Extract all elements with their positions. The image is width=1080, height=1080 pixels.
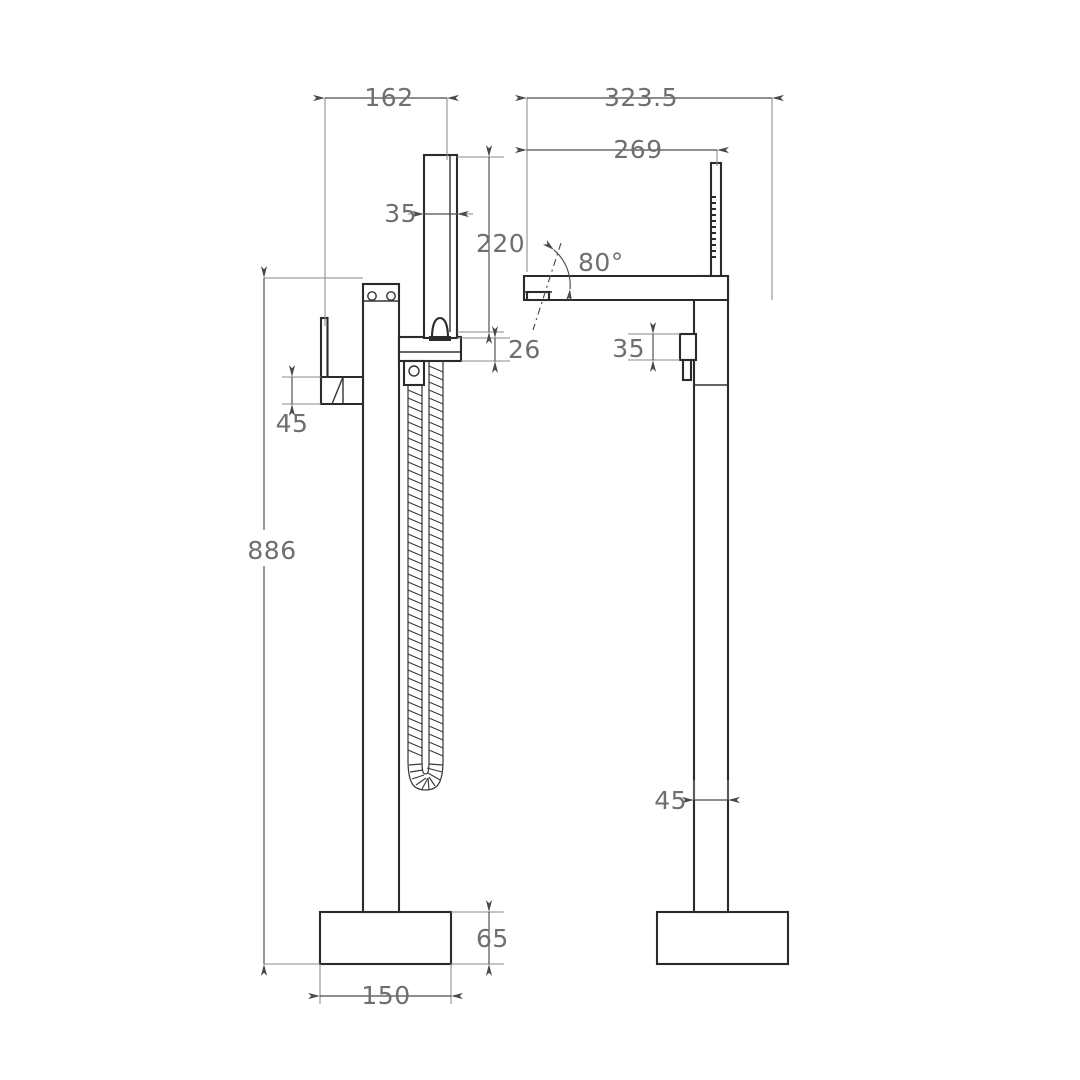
dim-45-front: 45 (276, 365, 309, 438)
side-spout-arm (522, 274, 730, 302)
front-view-geometry (318, 153, 463, 966)
dim-35-front-label: 35 (384, 199, 417, 228)
dim-45-front-label: 45 (276, 409, 309, 438)
dim-323-5: 323.5 (515, 83, 784, 112)
side-spout-outlet (525, 290, 551, 302)
dim-220: 220 (476, 145, 525, 344)
dim-162-label: 162 (364, 83, 413, 112)
dim-45-side-label: 45 (654, 786, 687, 815)
dim-80-degrees: 80° (532, 239, 624, 331)
front-lever-handle (319, 316, 329, 380)
front-hose-connector (402, 359, 426, 387)
front-flexible-hose (407, 361, 444, 791)
front-column-screw-left (367, 291, 377, 301)
side-view-geometry (522, 161, 790, 966)
side-hand-shower-rod (709, 161, 723, 278)
dim-80-label: 80° (578, 248, 624, 277)
side-handle-stem (681, 358, 693, 382)
dim-35-front: 35 (384, 199, 469, 228)
front-hose-connector-nut (408, 365, 420, 377)
front-hand-shower-body (422, 153, 459, 340)
dim-150-label: 150 (361, 981, 410, 1010)
side-handle-knob (678, 332, 698, 362)
dim-65-label: 65 (476, 924, 509, 953)
dim-35-side: 35 (612, 322, 657, 372)
dim-220-label: 220 (476, 229, 525, 258)
dim-269-label: 269 (613, 135, 662, 164)
front-spout-body (319, 375, 365, 406)
front-column-screw-right (386, 291, 396, 301)
dim-45-side: 45 (654, 786, 740, 815)
dim-150: 150 (308, 981, 463, 1010)
front-hand-shower-nozzle (430, 316, 450, 340)
side-hand-shower-grip (712, 196, 716, 258)
front-base-plate (318, 910, 453, 966)
front-hand-shower-collar (429, 336, 451, 341)
dim-886-label: 886 (247, 536, 296, 565)
side-column (692, 274, 730, 914)
dim-26-label: 26 (508, 335, 541, 364)
dim-269: 269 (515, 135, 729, 164)
front-column (361, 282, 401, 914)
dim-162: 162 (313, 83, 459, 112)
dim-26: 26 (491, 326, 541, 373)
dim-323-5-label: 323.5 (604, 83, 678, 112)
front-spout-chamfer (331, 376, 344, 405)
dim-65: 65 (476, 900, 509, 976)
side-base-plate (655, 910, 790, 966)
dim-35-side-label: 35 (612, 334, 645, 363)
dim-886: 886 (244, 266, 300, 976)
